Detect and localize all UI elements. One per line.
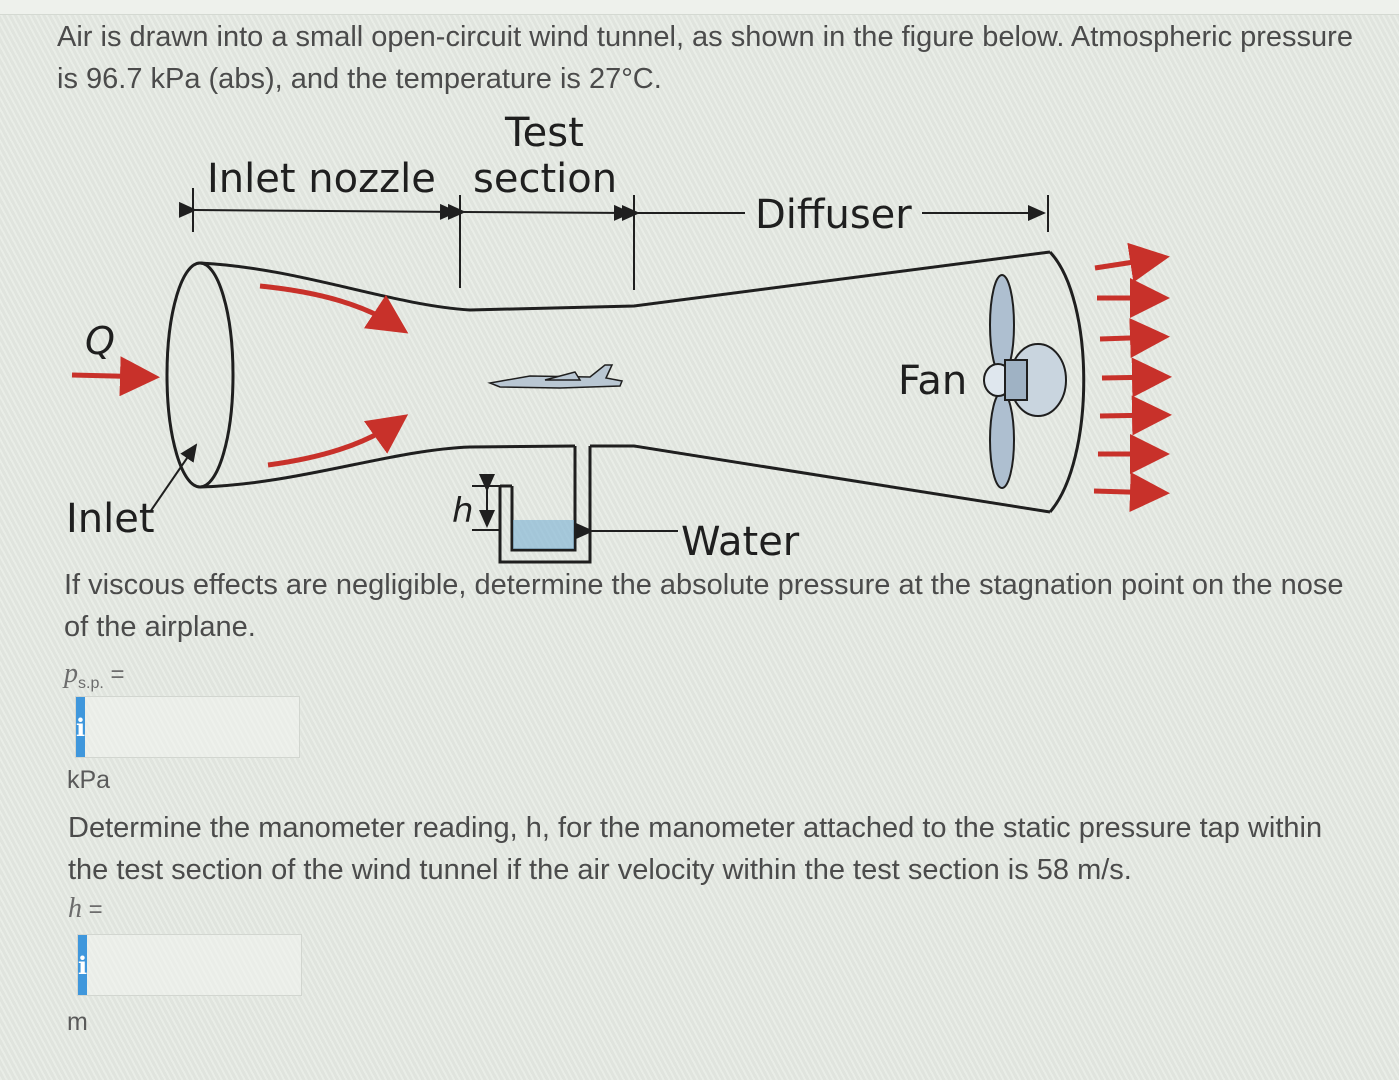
label-water: Water (681, 519, 800, 565)
airplane-icon (487, 364, 624, 389)
answer-1-subscript: s.p. (78, 674, 104, 692)
answer-1-var: p (64, 658, 78, 689)
info-icon[interactable]: i (76, 697, 86, 757)
question-2-line-1: Determine the manometer reading, h, for … (68, 812, 1323, 844)
label-test: Test (504, 110, 584, 156)
question-2-line-2: the test section of the wind tunnel if t… (68, 854, 1132, 886)
q-arrow (71, 356, 160, 397)
answer-1-equals: = (110, 661, 125, 688)
answer-2-field: i (77, 934, 392, 996)
inlet-leader (149, 443, 198, 513)
answer-2-unit: m (67, 1008, 88, 1036)
label-fan: Fan (898, 358, 967, 404)
manometer (472, 446, 678, 564)
flow-arrow-upper (259, 283, 409, 334)
answer-1-unit: kPa (67, 766, 111, 794)
answer-1-label: ps.p. = (64, 658, 124, 693)
label-diffuser: Diffuser (755, 192, 912, 238)
answer-1-field: i (75, 696, 390, 758)
tunnel-body (165, 250, 1086, 514)
info-icon[interactable]: i (78, 935, 88, 995)
label-inlet-nozzle: Inlet nozzle (207, 156, 436, 202)
label-q: Q (85, 319, 115, 363)
answer-2-input[interactable] (87, 935, 392, 995)
label-h: h (452, 491, 474, 531)
problem-intro: Air is drawn into a small open-circuit w… (57, 21, 1353, 95)
fan-icon (983, 274, 1067, 489)
answer-2-equals: = (88, 896, 103, 923)
answer-2-label: h = (68, 893, 103, 925)
flow-arrow-lower (267, 414, 409, 468)
dimension-lines (178, 188, 1049, 290)
answer-1-input[interactable] (85, 697, 390, 757)
question-1: If viscous effects are negligible, deter… (64, 569, 1344, 643)
label-section: section (473, 156, 617, 202)
top-border (0, 0, 1399, 15)
outflow-arrows (1093, 242, 1172, 513)
answer-2-var: h (68, 893, 82, 924)
label-inlet: Inlet (66, 496, 155, 542)
question-2: Determine the manometer reading, h, for … (68, 807, 1399, 891)
